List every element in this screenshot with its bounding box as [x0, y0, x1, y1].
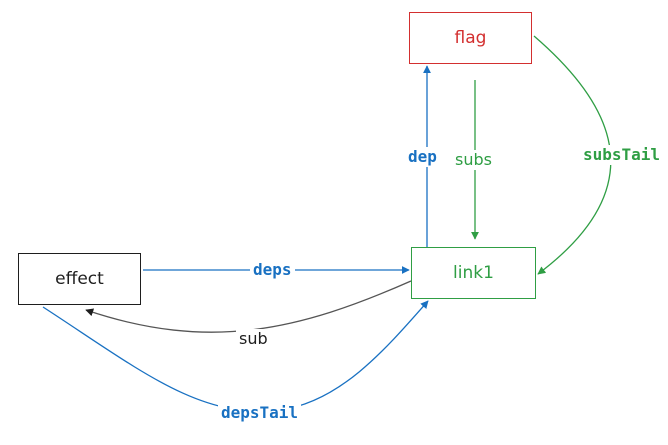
node-effect-label: effect: [55, 269, 104, 289]
edge-label-deps: deps: [250, 260, 295, 280]
edge-label-sub: sub: [236, 329, 271, 349]
node-effect: effect: [18, 253, 141, 305]
edge-label-subs: subs: [452, 150, 495, 170]
node-flag: flag: [409, 12, 532, 64]
edge-depstail: [42, 300, 429, 412]
node-link1: link1: [411, 247, 536, 299]
node-flag-label: flag: [454, 28, 487, 48]
edge-label-substail: subsTail: [580, 145, 664, 165]
edge-label-depstail: depsTail: [218, 403, 302, 423]
node-link1-label: link1: [453, 263, 494, 283]
edge-label-dep: dep: [405, 147, 440, 167]
